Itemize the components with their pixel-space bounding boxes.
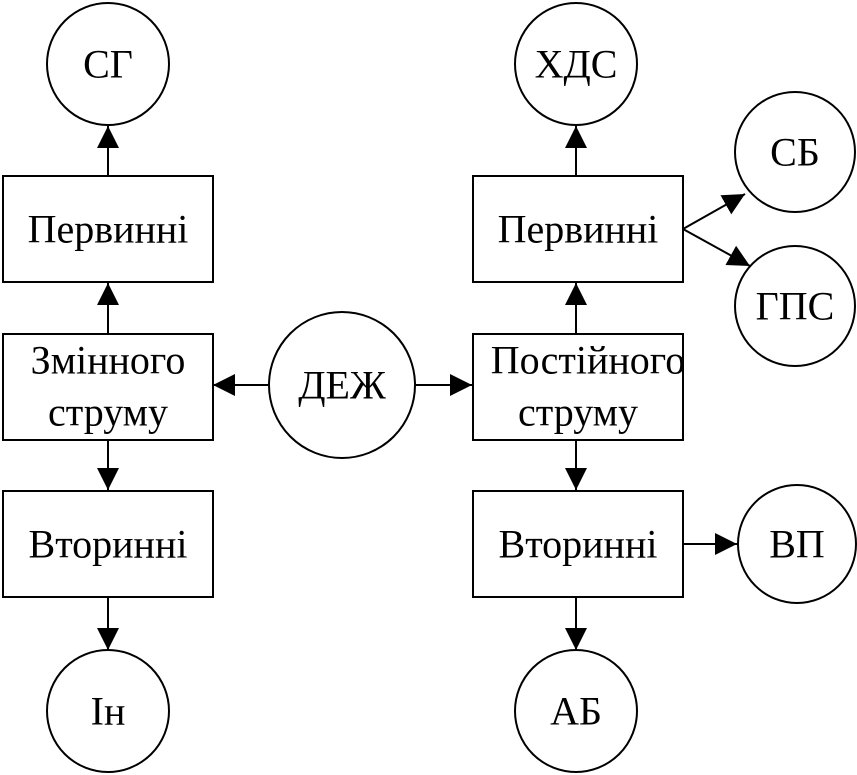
- box-dc-secondary: Вторинні: [472, 490, 684, 598]
- box-dc-main: Постійного струму: [472, 333, 685, 441]
- node-in: Ін: [46, 649, 170, 773]
- box-ac-secondary: Вторинні: [2, 490, 214, 598]
- node-center-label: ДЕЖ: [298, 363, 386, 408]
- node-sb: СБ: [734, 91, 856, 213]
- box-ac-primary: Первинні: [2, 175, 214, 283]
- box-dc-main-label-line1: Постійного: [491, 338, 685, 383]
- node-hds: ХДС: [514, 2, 638, 126]
- node-vp-label: ВП: [769, 522, 825, 567]
- node-gps-label: ГПС: [756, 284, 835, 329]
- box-ac-main: Змінного струму: [2, 333, 214, 441]
- box-dc-main-label-line2: струму: [518, 390, 638, 435]
- box-ac-main-label-line1: Змінного: [31, 338, 186, 383]
- node-sb-label: СБ: [770, 130, 820, 175]
- arrow-dc-primary-to-sb: [682, 193, 746, 230]
- node-center: ДЕЖ: [268, 311, 416, 459]
- box-ac-secondary-label: Вторинні: [29, 522, 188, 567]
- connectors: [97, 126, 751, 650]
- node-vp: ВП: [737, 484, 857, 604]
- box-dc-secondary-label: Вторинні: [499, 522, 658, 567]
- arrow-dc-primary-to-gps: [682, 228, 751, 267]
- box-dc-primary-label: Первинні: [498, 207, 659, 252]
- node-sg: СГ: [46, 2, 170, 126]
- node-ab: АБ: [514, 649, 638, 773]
- node-hds-label: ХДС: [535, 42, 618, 87]
- node-ab-label: АБ: [550, 689, 602, 734]
- box-ac-primary-label: Первинні: [28, 207, 189, 252]
- box-dc-primary: Первинні: [472, 175, 684, 283]
- box-ac-main-label-line2: струму: [48, 390, 168, 435]
- node-sg-label: СГ: [83, 42, 133, 87]
- node-gps: ГПС: [734, 245, 856, 367]
- node-in-label: Ін: [91, 689, 126, 734]
